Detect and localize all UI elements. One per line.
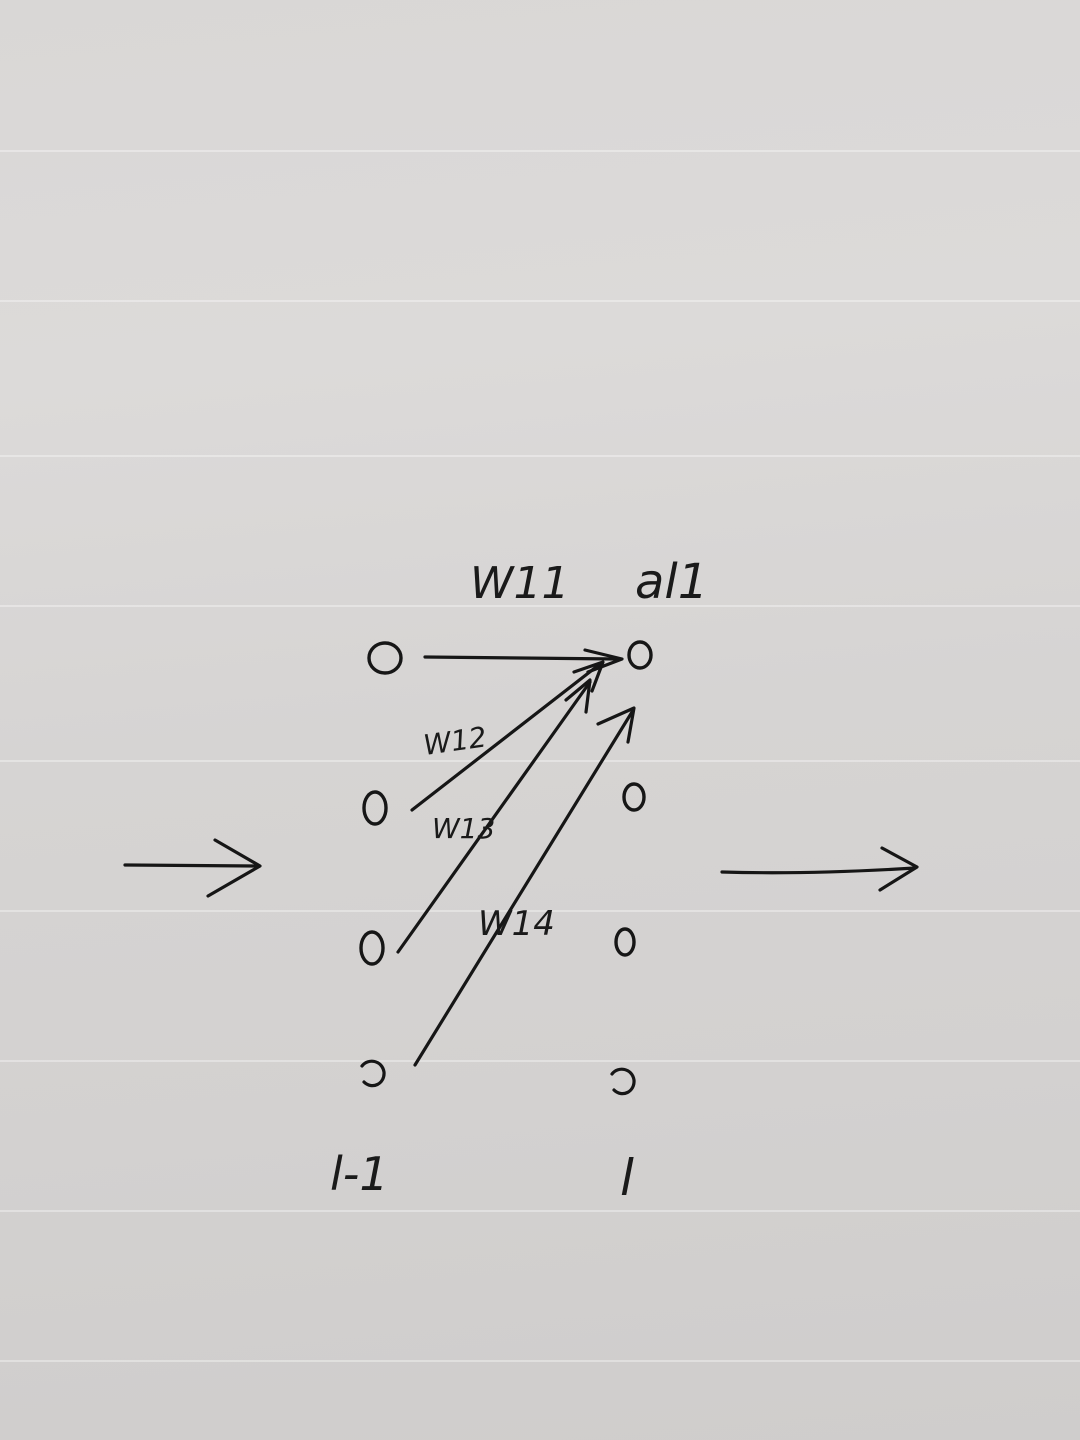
- label-w12: W12: [421, 720, 488, 761]
- prev-layer-node-3: [359, 930, 385, 966]
- curr-layer-node-1: [627, 640, 653, 670]
- arrow-w14: [413, 710, 634, 1067]
- ruled-line: [0, 760, 1080, 762]
- ruled-line: [0, 910, 1080, 912]
- label-w11: W11: [470, 558, 570, 609]
- output-flow-arrow: [720, 866, 917, 875]
- arrow-w12-head: [572, 660, 605, 693]
- label-layer-curr: l: [620, 1149, 634, 1207]
- ruled-line: [0, 605, 1080, 607]
- ruled-line: [0, 455, 1080, 457]
- arrow-w11: [423, 655, 620, 661]
- label-layer-prev: l-1: [330, 1147, 389, 1201]
- label-w14: W14: [478, 904, 555, 944]
- curr-layer-node-3: [614, 927, 636, 957]
- arrow-w14-head: [596, 706, 636, 744]
- prev-layer-node-2: [362, 790, 388, 826]
- input-flow-arrow: [123, 863, 260, 868]
- arrow-w12: [410, 662, 602, 812]
- input-flow-arrow-head: [206, 838, 262, 898]
- ruled-line: [0, 300, 1080, 302]
- ruled-line: [0, 150, 1080, 152]
- ruled-line: [0, 1210, 1080, 1212]
- curr-layer-node-4: [610, 1067, 636, 1096]
- ruled-line: [0, 1060, 1080, 1062]
- arrow-w13-head: [564, 678, 592, 714]
- label-w13: W13: [432, 812, 495, 845]
- output-flow-arrow-head: [878, 846, 919, 892]
- arrow-w13: [396, 680, 592, 954]
- prev-layer-node-1: [367, 641, 403, 675]
- ruled-line: [0, 1360, 1080, 1362]
- curr-layer-node-2: [622, 782, 646, 812]
- prev-layer-node-4: [360, 1059, 386, 1088]
- label-al1: al1: [635, 554, 708, 610]
